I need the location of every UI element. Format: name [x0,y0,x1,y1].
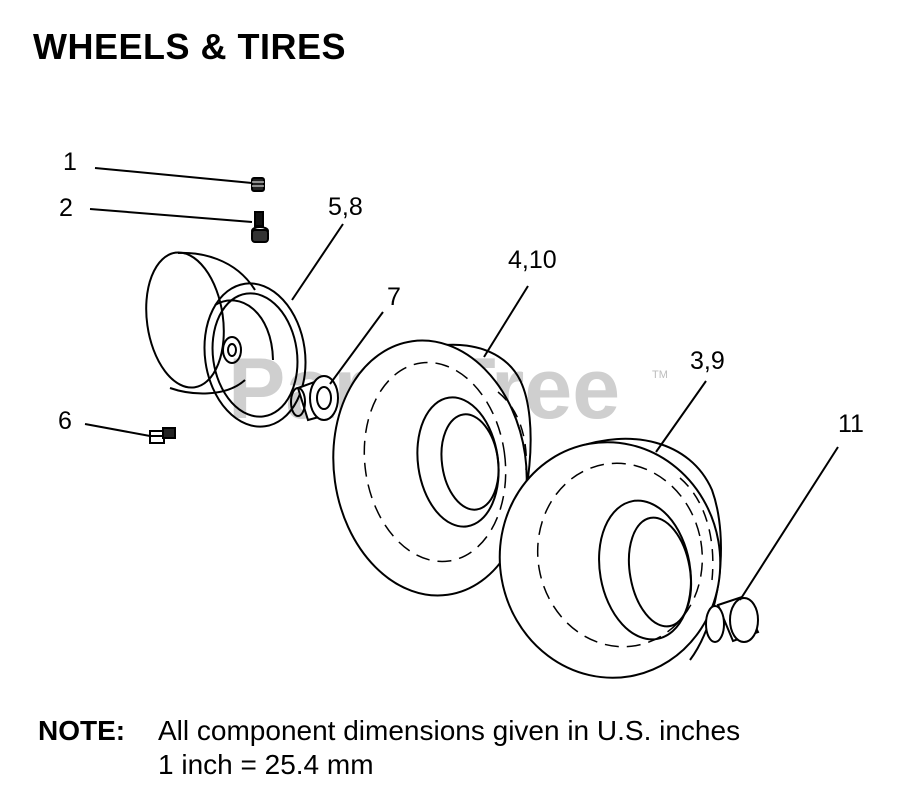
note-label: NOTE: [38,715,126,746]
callout-5-8: 5,8 [328,193,363,221]
note-block: NOTE: All component dimensions given in U… [38,714,740,782]
watermark-tm: TM [652,369,668,381]
callout-2: 2 [59,194,73,222]
callout-4-10: 4,10 [508,246,557,274]
note-line-2: 1 inch = 25.4 mm [158,749,374,780]
callout-7: 7 [387,283,401,311]
callout-3-9: 3,9 [690,347,725,375]
callout-11: 11 [838,410,864,438]
hub-cap-part[interactable] [705,595,760,643]
callout-6: 6 [58,407,72,435]
callout-1: 1 [63,148,77,176]
front-tire-part[interactable] [317,328,543,608]
bushing-part[interactable] [290,375,339,422]
grease-fitting-part[interactable] [149,427,176,444]
note-line-1: All component dimensions given in U.S. i… [158,715,741,746]
wheel-rim-part[interactable] [138,247,315,433]
diagram-title: WHEELS & TIRES [33,26,347,67]
valve-cap-part[interactable] [251,177,265,192]
rear-tire-part[interactable] [481,425,739,696]
leader-lines [84,167,839,601]
valve-stem-part[interactable] [251,211,269,243]
